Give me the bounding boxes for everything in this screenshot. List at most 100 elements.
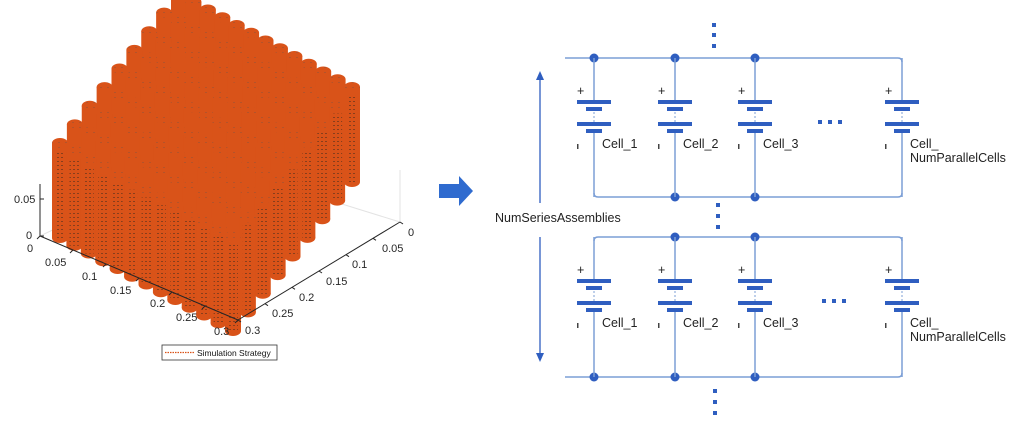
cell-array-3d-plot: 0.05 0 0 0.05 0.1 0.15 0.2 0.25 0.3 0 0.… xyxy=(14,0,414,361)
battery-icon xyxy=(738,100,772,133)
cylinder-cell xyxy=(181,207,198,313)
battery-icon xyxy=(658,100,692,133)
cell-label: Cell_3 xyxy=(763,316,798,330)
plot-legend: Simulation Strategy xyxy=(161,344,278,361)
battery-icon xyxy=(577,279,611,312)
x-axis-tick xyxy=(135,277,140,282)
x-tick-label: 0.25 xyxy=(176,312,197,324)
cylinder-cell xyxy=(109,169,126,274)
cell-label: Cell_3 xyxy=(763,137,798,151)
cylinder-cell xyxy=(152,192,169,298)
cylinder-cell xyxy=(210,223,227,329)
battery-cell: + Cell_3 xyxy=(738,237,798,377)
minus-terminal-label xyxy=(658,323,660,328)
x-axis-tick xyxy=(102,263,107,268)
y-tick-label: 0.15 xyxy=(326,276,347,288)
cell-label: Cell_1 xyxy=(602,137,637,151)
x-axis-tick xyxy=(168,291,173,296)
plus-terminal-label: + xyxy=(658,263,665,277)
battery-cell: + Cell_1 xyxy=(577,58,637,197)
cylinder-array xyxy=(52,0,360,336)
battery-icon xyxy=(885,279,919,312)
cell-label: Cell_ xyxy=(910,316,940,330)
y-tick-label: 0 xyxy=(408,227,414,239)
x-tick-label: 0.05 xyxy=(45,257,66,269)
y-axis-tick xyxy=(372,237,377,241)
y-axis-tick xyxy=(318,270,323,274)
y-axis-tick xyxy=(237,319,242,323)
cell-label: Cell_2 xyxy=(683,137,718,151)
y-axis-tick xyxy=(264,303,269,307)
battery-cell: + Cell_2 xyxy=(658,58,718,197)
cell-label: NumParallelCells xyxy=(910,330,1006,344)
cylinder-cell xyxy=(344,82,360,187)
battery-cell: + Cell_3 xyxy=(738,58,798,197)
minus-terminal-label xyxy=(885,323,887,328)
plus-terminal-label: + xyxy=(577,84,584,98)
cylinder-cell xyxy=(124,176,141,282)
battery-cell: + Cell_NumParallelCells xyxy=(885,237,1006,377)
x-axis-tick xyxy=(69,249,74,254)
cylinder-cell xyxy=(314,119,331,225)
minus-terminal-label xyxy=(738,323,740,328)
x-tick-label: 0.3 xyxy=(214,326,229,338)
cell-label: Cell_1 xyxy=(602,316,637,330)
minus-terminal-label xyxy=(738,144,740,149)
plus-terminal-label: + xyxy=(577,263,584,277)
series-assembly: +Cell_1+Cell_2+Cell_3+Cell_NumParallelCe… xyxy=(565,232,1006,382)
plus-terminal-label: + xyxy=(738,84,745,98)
cylinder-cell xyxy=(239,212,256,318)
y-tick-label: 0.3 xyxy=(245,325,260,337)
series-assembly: +Cell_1+Cell_2+Cell_3+Cell_NumParallelCe… xyxy=(565,53,1006,202)
vertical-ellipsis-middle xyxy=(716,203,720,229)
cylinder-cell xyxy=(80,153,97,259)
vertical-ellipsis-bottom xyxy=(713,389,717,415)
battery-icon xyxy=(658,279,692,312)
y-axis-tick xyxy=(345,254,350,258)
cylinder-cell xyxy=(284,156,301,262)
y-tick-label: 0.25 xyxy=(272,308,293,320)
vertical-ellipsis-top xyxy=(712,23,716,48)
horizontal-ellipsis xyxy=(818,120,842,124)
battery-cell: + Cell_1 xyxy=(577,237,637,377)
battery-icon xyxy=(738,279,772,312)
horizontal-ellipsis xyxy=(822,299,846,303)
x-axis-tick xyxy=(36,235,41,240)
cylinder-cell xyxy=(167,200,184,305)
cylinder-cell xyxy=(52,138,68,243)
cylinder-cell xyxy=(254,193,271,299)
plus-terminal-label: + xyxy=(658,84,665,98)
y-tick-label: 0.2 xyxy=(299,292,314,304)
cylinder-cell xyxy=(225,231,241,336)
legend-box xyxy=(161,344,278,361)
battery-cell: +Cell_2 xyxy=(658,237,718,377)
series-arrow xyxy=(536,71,544,362)
x-tick-label: 0.2 xyxy=(150,298,165,310)
x-tick-label: 0.1 xyxy=(82,271,97,283)
cylinder-cell xyxy=(66,145,83,251)
cylinder-cell xyxy=(299,137,316,243)
cylinder-cell xyxy=(138,184,155,290)
cylinder-cell xyxy=(269,175,286,281)
x-tick-label: 0 xyxy=(27,243,33,255)
plus-terminal-label: + xyxy=(885,263,892,277)
x-axis-tick xyxy=(201,305,206,310)
z-tick-label: 0.05 xyxy=(14,194,35,206)
y-tick-label: 0.05 xyxy=(382,243,403,255)
minus-terminal-label xyxy=(658,144,660,149)
y-axis-tick xyxy=(291,286,296,290)
minus-terminal-label xyxy=(577,323,579,328)
cylinder-cell xyxy=(196,215,213,321)
battery-icon xyxy=(885,100,919,133)
z-tick-label: 0 xyxy=(26,230,32,242)
series-label: NumSeriesAssemblies xyxy=(495,211,621,225)
battery-cell: +Cell_NumParallelCells xyxy=(885,58,1006,197)
battery-icon xyxy=(577,100,611,133)
plus-terminal-label: + xyxy=(738,263,745,277)
y-tick-label: 0.1 xyxy=(352,259,367,271)
plus-terminal-label: + xyxy=(885,84,892,98)
cylinder-cell xyxy=(95,161,112,267)
cell-label: Cell_ xyxy=(910,137,940,151)
minus-terminal-label xyxy=(885,144,887,149)
